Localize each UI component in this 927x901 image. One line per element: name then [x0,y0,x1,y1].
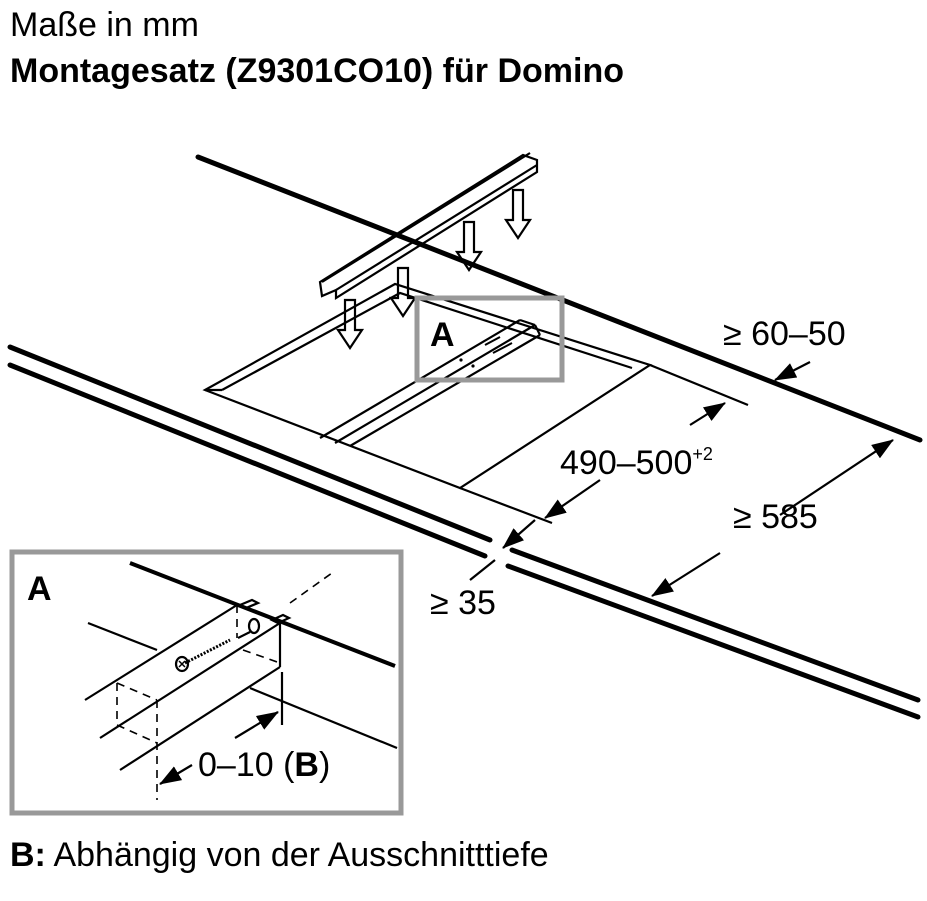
dim-front-leader [469,559,496,581]
arrow-down-icon [388,266,418,318]
inset-dim-close: ) [319,746,330,784]
inset-a-label: A [27,570,52,608]
dim-back-arrow [774,361,811,381]
detail-a-label: A [430,316,455,354]
dim-depth-tolerance: +2 [692,444,713,464]
arrow-down-icon [335,298,365,350]
dim-depth-value: 490–500 [560,444,692,482]
insert-arrows [335,188,533,350]
arrow-down-icon [454,220,484,272]
footnote: B: Abhängig von der Ausschnitttiefe [10,836,549,875]
mounting-rail [318,152,539,300]
inset-detail [9,549,404,816]
arrow-down-icon [503,188,533,240]
unit-note: Maße in mm [10,6,199,44]
dim-front-label: ≥ 35 [430,584,496,622]
dim-back-label: ≥ 60–50 [723,315,846,353]
dim-worktop [651,439,894,597]
dim-worktop-label: ≥ 585 [733,498,818,536]
dim-front-arrow [502,519,536,549]
dim-depth [459,363,749,525]
dim-depth-label: 490–500+2 [560,444,713,482]
inset-dim-value: 0–10 ( [198,746,295,784]
diagram-title: Montagesatz (Z9301CO10) für Domino [10,52,624,90]
footnote-key: B: [10,836,46,874]
screw-icon [174,638,231,673]
inset-dim-ref: B [294,746,319,784]
inset-dim-label: 0–10 (B) [198,746,330,784]
footnote-text: Abhängig von der Ausschnitttiefe [45,836,549,874]
detail-a-frame [414,295,565,383]
worktop-front-edge [7,344,921,720]
